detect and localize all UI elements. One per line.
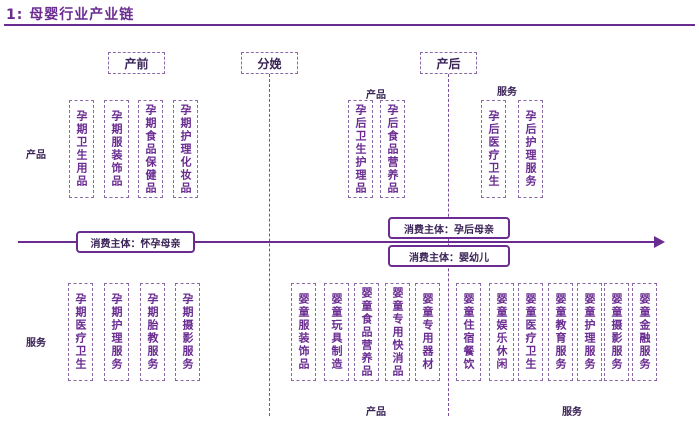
phase-postnatal: 产后 — [420, 52, 477, 74]
section-label-infant-services: 服务 — [562, 407, 582, 418]
prenatal-product-item: 孕期服装饰品 — [104, 100, 129, 198]
prenatal-product-item: 孕期食品保健品 — [138, 100, 163, 198]
infant-service-item: 婴童金融服务 — [632, 283, 657, 381]
infant-service-item: 婴童摄影服务 — [604, 283, 629, 381]
prenatal-service-item: 孕期胎教服务 — [140, 283, 165, 381]
consumer-postpartum-mother: 消费主体：孕后母亲 — [388, 217, 510, 239]
row-label-products: 产品 — [26, 150, 46, 161]
timeline-axis — [18, 241, 658, 243]
phase-prenatal: 产前 — [108, 52, 165, 74]
phase-delivery: 分娩 — [241, 52, 298, 74]
row-label-services: 服务 — [26, 338, 46, 349]
infant-service-item: 婴童娱乐休闲 — [489, 283, 514, 381]
infant-product-item: 婴童服装饰品 — [291, 283, 316, 381]
postnatal-service-item: 孕后护理服务 — [518, 100, 543, 198]
prenatal-service-item: 孕期摄影服务 — [175, 283, 200, 381]
consumer-infant: 消费主体：婴幼儿 — [388, 245, 510, 267]
prenatal-service-item: 孕期医疗卫生 — [68, 283, 93, 381]
postnatal-product-item: 孕后卫生护理品 — [348, 100, 373, 198]
infant-product-item: 婴童专用器材 — [415, 283, 440, 381]
section-label-infant-products: 产品 — [366, 407, 386, 418]
timeline-arrow-icon — [654, 236, 665, 248]
postnatal-product-item: 孕后食品营养品 — [380, 100, 405, 198]
infant-service-item: 婴童教育服务 — [548, 283, 573, 381]
infant-service-item: 婴童医疗卫生 — [518, 283, 543, 381]
divider-delivery — [269, 74, 270, 416]
page-title: 1: 母婴行业产业链 — [6, 7, 135, 23]
infant-product-item: 婴童食品营养品 — [354, 283, 379, 381]
section-label-postnatal-services: 服务 — [497, 87, 517, 98]
prenatal-product-item: 孕期护理化妆品 — [173, 100, 198, 198]
title-underline — [4, 24, 695, 26]
prenatal-product-item: 孕期卫生用品 — [69, 100, 94, 198]
infant-product-item: 婴童玩具制造 — [324, 283, 349, 381]
infant-service-item: 婴童住宿餐饮 — [456, 283, 481, 381]
infant-product-item: 婴童专用快消品 — [385, 283, 410, 381]
postnatal-service-item: 孕后医疗卫生 — [481, 100, 506, 198]
consumer-pregnant-mother: 消费主体：怀孕母亲 — [76, 231, 195, 253]
section-label-postnatal-products: 产品 — [366, 90, 386, 101]
prenatal-service-item: 孕期护理服务 — [104, 283, 129, 381]
infant-service-item: 婴童护理服务 — [577, 283, 602, 381]
